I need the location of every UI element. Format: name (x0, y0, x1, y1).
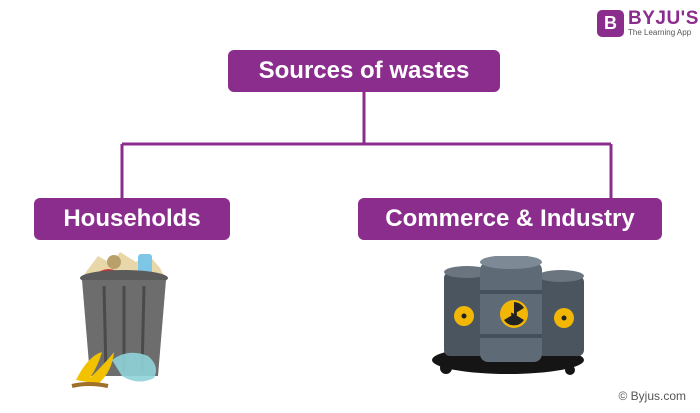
child-node-households: Households (34, 198, 230, 240)
logo-mark-icon: B (597, 9, 624, 37)
trash-bin-icon (71, 252, 168, 388)
child-node-commerce-industry: Commerce & Industry (358, 198, 662, 240)
byjus-logo: B BYJU'S The Learning App (597, 9, 699, 37)
copyright-credit: © Byjus.com (618, 389, 686, 403)
logo-name: BYJU'S (628, 8, 699, 29)
root-node-sources-of-wastes: Sources of wastes (228, 50, 500, 92)
toxic-barrels-icon (432, 256, 584, 375)
logo-tagline: The Learning App (628, 28, 692, 37)
